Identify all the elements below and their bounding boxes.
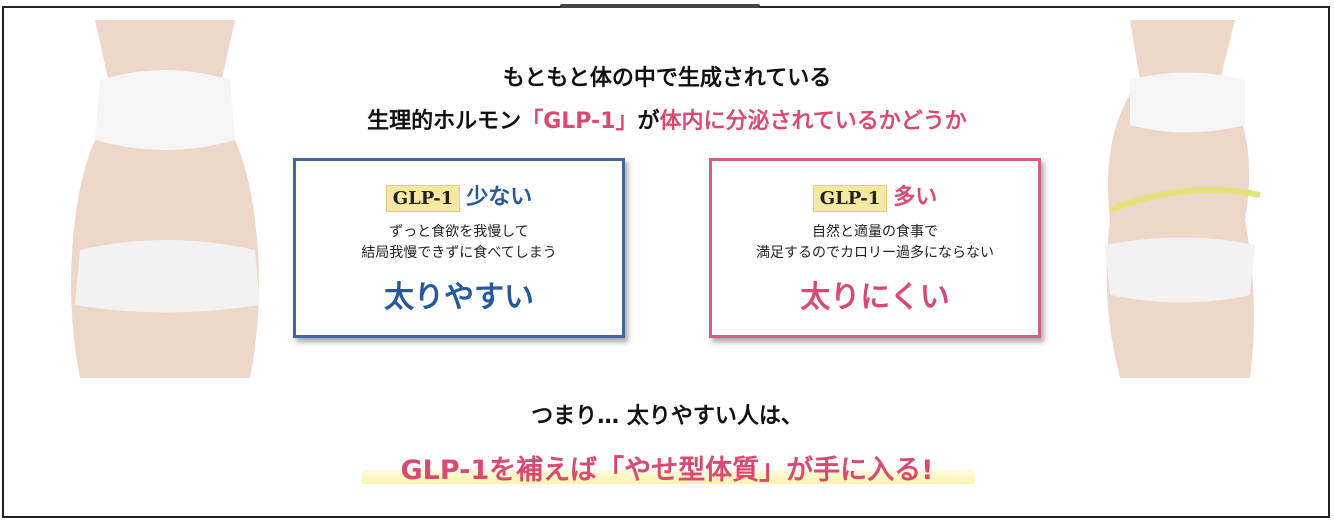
level-label: 多い [893,185,938,210]
card-desc: 満足するのでカロリー過多にならない [756,244,994,261]
glp1-tag: GLP-1 [385,184,461,212]
headline-line1: もともと体の中で生成されている [502,66,832,91]
headline-mid: が [637,109,660,134]
headline-prefix: 生理的ホルモン [367,109,522,134]
headline-line2: 生理的ホルモン「GLP-1」が体内に分泌されているかどうか [0,103,1334,135]
headline-glp1: 「GLP-1」 [521,109,638,134]
glp1-tag: GLP-1 [812,184,888,212]
headline-suffix: 体内に分泌されているかどうか [659,109,967,134]
highlight-marker [362,470,974,484]
card-desc: 結局我慢できずに食べてしまう [361,244,557,261]
conclusion-line1: つまり… 太りやすい人は、 [531,404,803,429]
before-body-image [71,20,260,378]
card-desc: 自然と適量の食事で [812,223,938,240]
result-label: 太りにくい [800,279,950,315]
conclusion-line2: GLP-1を補えば「やせ型体質」が手に入る! [400,455,934,486]
level-label: 少ない [466,185,533,210]
after-body-image [1105,20,1261,378]
top-bar [560,4,760,8]
card-desc: ずっと食欲を我慢して [389,223,529,240]
result-label: 太りやすい [384,279,534,315]
